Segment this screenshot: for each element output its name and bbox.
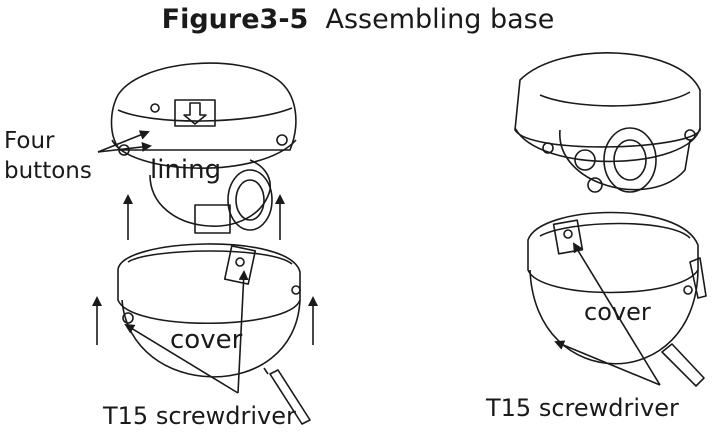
label-screwdriver-left: T15 screwdriver	[103, 402, 296, 430]
left-cover	[117, 243, 301, 378]
right-leader-lines	[554, 242, 661, 386]
right-screwdriver	[661, 257, 707, 387]
label-cover-right: cover	[584, 298, 651, 326]
figure-number: Figure3-5	[161, 4, 309, 35]
figure-title: Figure3-5 Assembling base	[0, 6, 716, 33]
right-lens-module	[559, 127, 691, 193]
right-cover	[527, 211, 699, 365]
left-screwdriver	[263, 367, 311, 425]
left-up-arrows	[92, 194, 318, 345]
label-four: Four	[4, 128, 55, 154]
left-camera-base	[110, 62, 297, 169]
label-lining: lining	[150, 155, 222, 185]
figure-caption: Assembling base	[325, 4, 555, 35]
label-screwdriver-right: T15 screwdriver	[486, 394, 679, 422]
label-buttons: buttons	[4, 158, 92, 184]
left-lining	[149, 159, 273, 234]
label-cover-left: cover	[170, 325, 243, 355]
left-leader-lines	[97, 130, 249, 394]
